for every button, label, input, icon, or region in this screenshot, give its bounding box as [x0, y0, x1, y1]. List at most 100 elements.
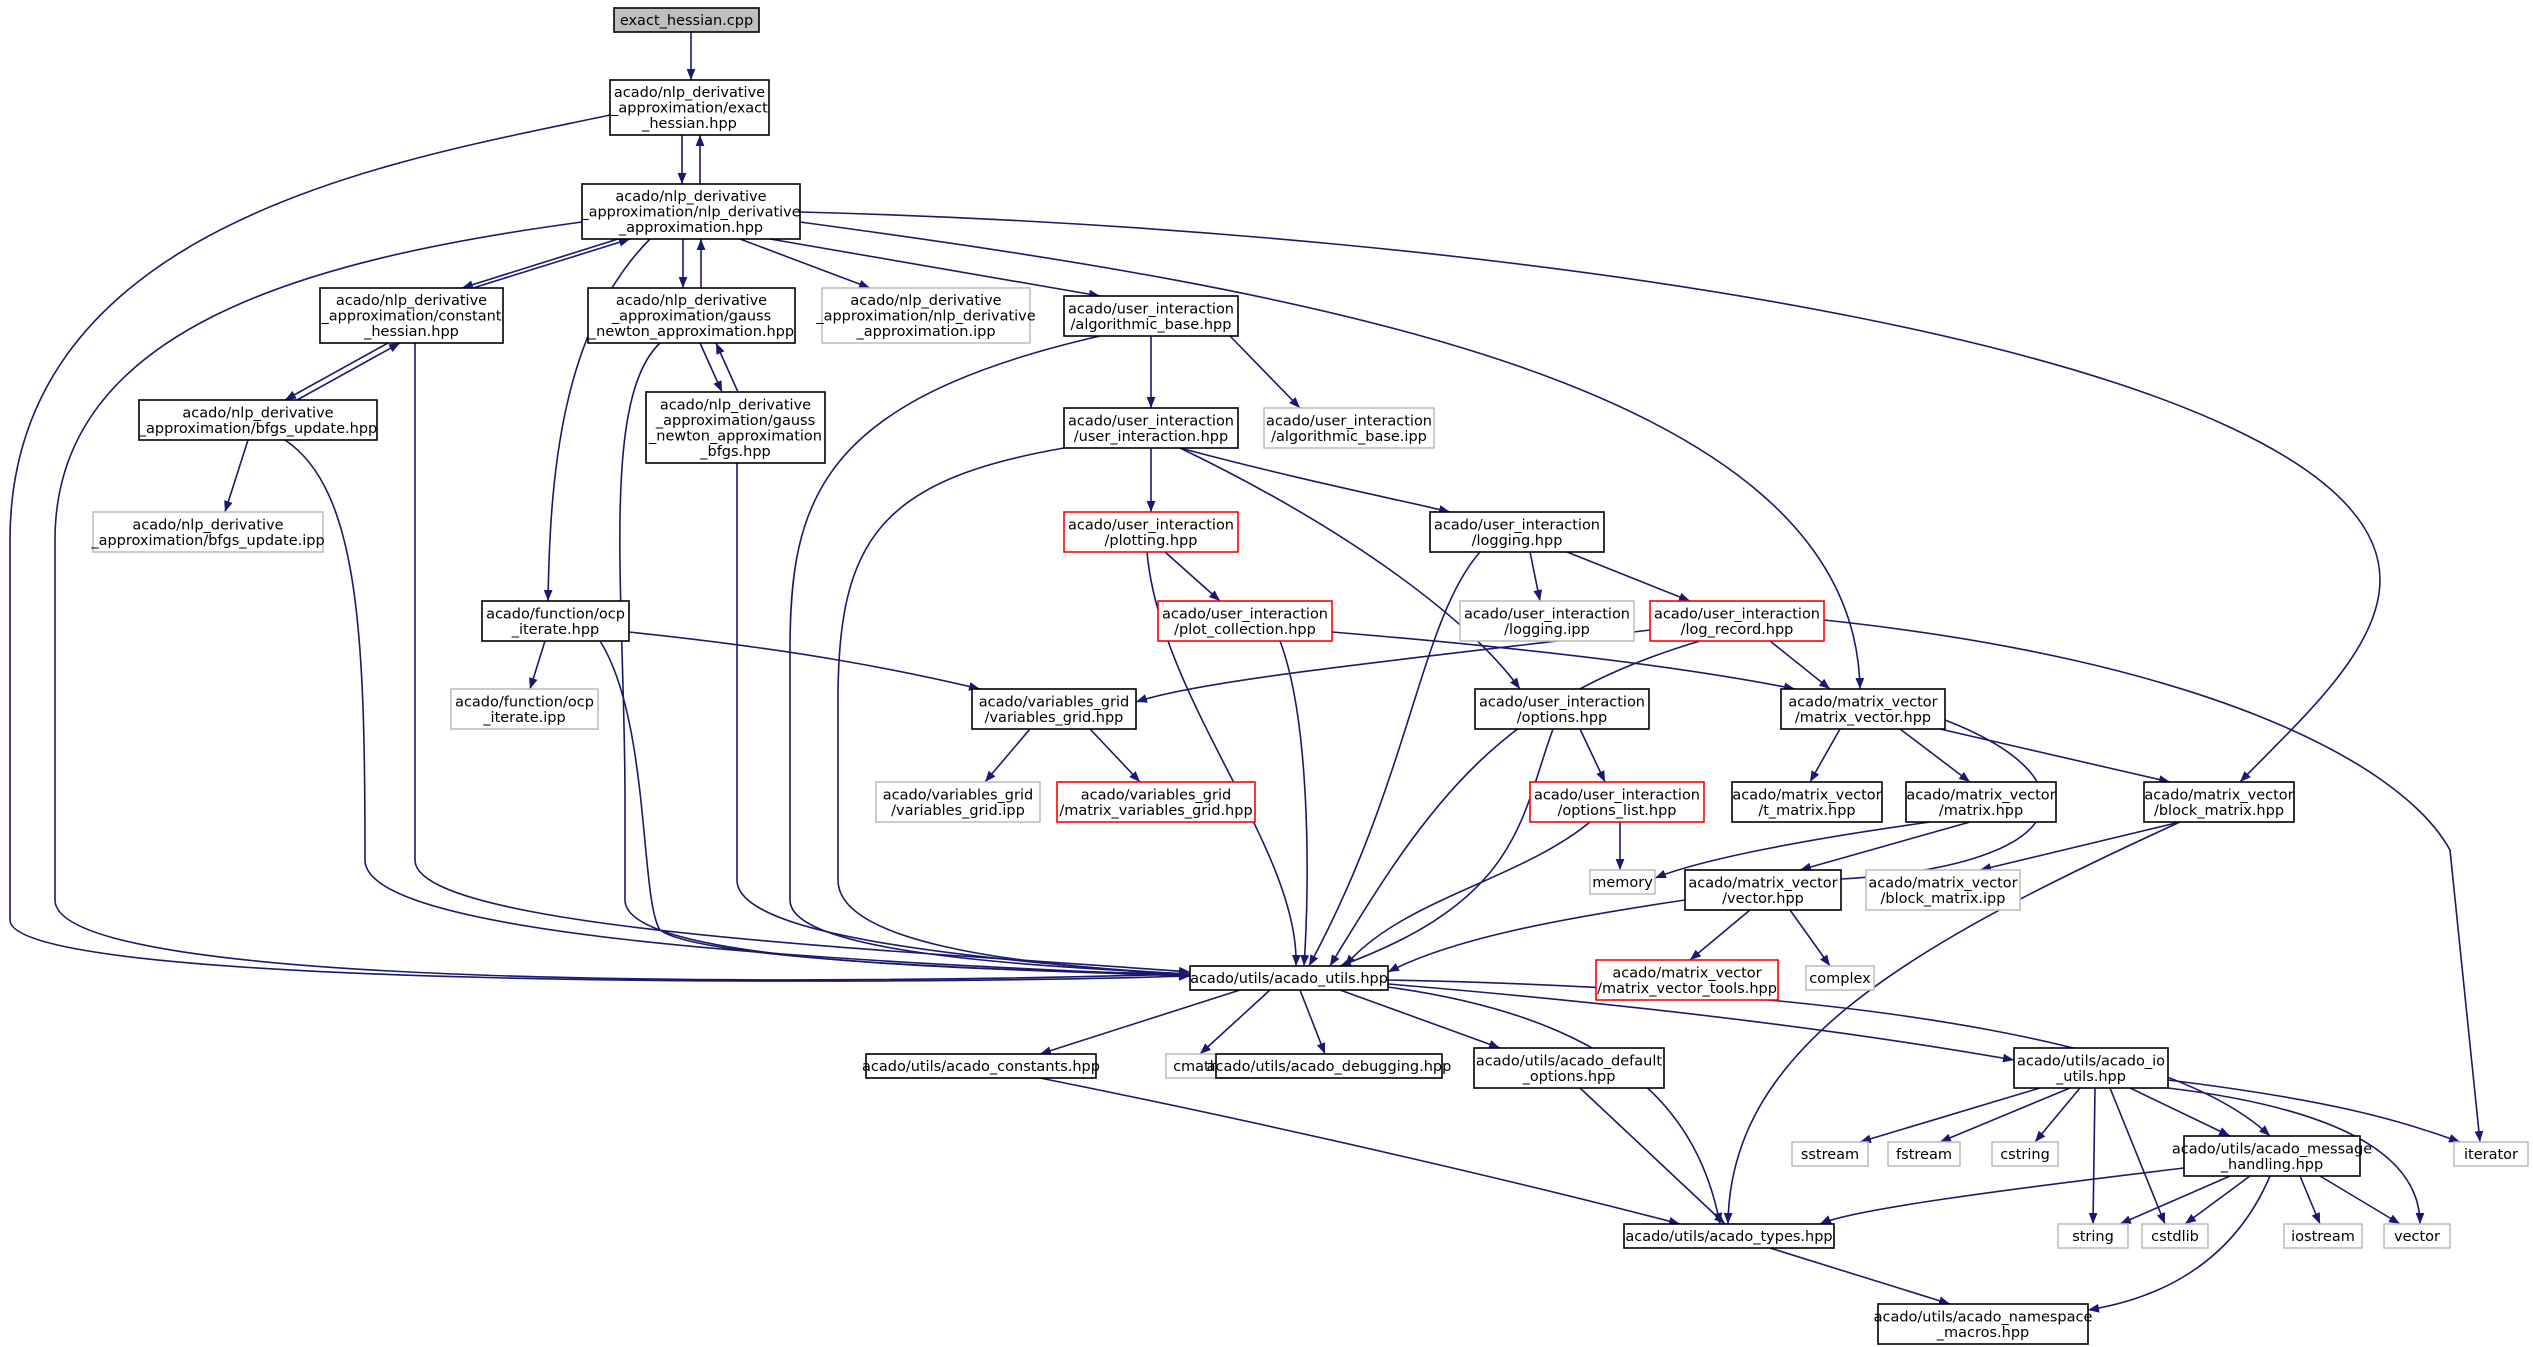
edge-n13-to-n31 — [1308, 551, 1481, 967]
edge-n1-to-n31 — [9, 114, 1191, 982]
file-node-n17[interactable]: acado/user_interaction/log_record.hpp — [1649, 600, 1825, 642]
node-box — [1805, 965, 1875, 991]
edge-n29-to-n33 — [1789, 909, 1831, 967]
file-node-n49[interactable]: acado/utils/acado_namespace_macros.hpp — [1874, 1303, 2093, 1345]
node-box — [1877, 1303, 2089, 1345]
file-node-n46: cstdlib — [2141, 1223, 2209, 1249]
node-label-line: _newton_approximation — [648, 428, 822, 444]
file-node-n8[interactable]: acado/nlp_derivative_approximation/gauss… — [645, 391, 826, 464]
edge-n24-to-n31 — [1344, 821, 1591, 967]
node-box — [1429, 511, 1605, 553]
file-node-n7[interactable]: acado/nlp_derivative_approximation/bfgs_… — [138, 399, 378, 441]
node-label-line: /matrix_vector_tools.hpp — [1597, 981, 1777, 997]
file-node-n21[interactable]: acado/matrix_vector/matrix_vector.hpp — [1780, 688, 1946, 730]
node-label-line: acado/user_interaction — [1434, 517, 1600, 533]
node-label-line: acado/nlp_derivative — [614, 85, 765, 101]
edge-n38-to-n40 — [1939, 1087, 2071, 1143]
node-label-line: acado/nlp_derivative — [132, 517, 283, 533]
edge-n31-to-n34 — [1039, 989, 1241, 1055]
node-box — [875, 781, 1041, 823]
file-node-n38[interactable]: acado/utils/acado_io_utils.hpp — [2013, 1047, 2169, 1089]
file-node-n2[interactable]: acado/nlp_derivative_approximation/nlp_d… — [580, 183, 801, 240]
node-label-line: acado/matrix_vector — [1732, 787, 1881, 803]
file-node-n12[interactable]: acado/user_interaction/plotting.hpp — [1063, 511, 1239, 553]
edge-n8-to-n4 — [715, 342, 739, 393]
node-box — [971, 688, 1137, 730]
edge-n9-to-n13 — [1179, 447, 1451, 514]
node-label-line: acado/nlp_derivative — [616, 293, 767, 309]
file-node-n13[interactable]: acado/user_interaction/logging.hpp — [1429, 511, 1605, 553]
file-node-n42[interactable]: acado/utils/acado_message_handling.hpp — [2172, 1135, 2372, 1177]
node-label-line: _approximation.ipp — [855, 324, 995, 340]
file-node-n23[interactable]: acado/variables_grid/matrix_variables_gr… — [1056, 781, 1256, 823]
node-box — [1063, 295, 1239, 337]
file-node-n1[interactable]: acado/nlp_derivative_approximation/exact… — [609, 79, 770, 136]
node-box — [1623, 1223, 1835, 1249]
edge-n20-to-n24 — [1579, 728, 1606, 783]
edge-n31-to-n37 — [1339, 989, 1501, 1049]
node-box — [581, 183, 801, 240]
edge-n13-to-n16 — [1529, 551, 1543, 602]
node-label-line: exact_hessian.cpp — [620, 13, 753, 29]
node-box — [1063, 407, 1239, 449]
file-node-n34[interactable]: acado/utils/acado_constants.hpp — [862, 1053, 1100, 1079]
edge-n21-to-n27 — [1939, 728, 2171, 784]
edge-n38-to-n43 — [2167, 1079, 2461, 1143]
file-node-n15[interactable]: acado/user_interaction/plot_collection.h… — [1157, 600, 1333, 642]
edge-n20-to-n31 — [1339, 728, 1554, 967]
node-label-line: acado/user_interaction — [1534, 787, 1700, 803]
edge-n38-to-n48 — [2167, 1087, 2425, 1225]
node-label-line: iostream — [2291, 1229, 2355, 1245]
file-node-n27[interactable]: acado/matrix_vector/block_matrix.hpp — [2143, 781, 2295, 823]
node-box — [92, 511, 324, 553]
node-label-line: _iterate.ipp — [482, 710, 565, 726]
edge-n31-to-n36 — [1299, 989, 1326, 1055]
node-box — [481, 600, 630, 642]
node-box — [1905, 781, 2057, 823]
edge-n21-to-n25 — [1809, 728, 1841, 783]
edge-n17-to-n21 — [1769, 640, 1831, 690]
node-label-line: _approximation.hpp — [618, 220, 763, 236]
edge-n7-to-n31 — [284, 439, 1191, 980]
edge-n9-to-n20 — [1179, 447, 1521, 690]
file-node-n9[interactable]: acado/user_interaction/user_interaction.… — [1063, 407, 1239, 449]
edge-n3-to-n7 — [284, 342, 389, 401]
node-box — [865, 1053, 1097, 1079]
file-node-n4[interactable]: acado/nlp_derivative_approximation/gauss… — [587, 287, 796, 344]
file-node-n39: sstream — [1791, 1141, 1869, 1167]
edge-n7-to-n3 — [296, 342, 401, 401]
file-node-n20[interactable]: acado/user_interaction/options.hpp — [1474, 688, 1650, 730]
file-node-n26[interactable]: acado/matrix_vector/matrix.hpp — [1905, 781, 2057, 823]
node-label-line: memory — [1592, 875, 1653, 891]
file-node-n32[interactable]: acado/matrix_vector/matrix_vector_tools.… — [1595, 959, 1779, 1001]
file-node-n31[interactable]: acado/utils/acado_utils.hpp — [1189, 965, 1389, 991]
edge-n37-to-n44 — [1579, 1087, 1726, 1225]
edge-n12-to-n15 — [1164, 551, 1221, 602]
edge-n7-to-n11 — [224, 439, 249, 513]
edge-n26-to-n28 — [1654, 821, 1931, 879]
node-label-line: acado/variables_grid — [1081, 787, 1231, 803]
file-node-n45: string — [2057, 1223, 2129, 1249]
file-node-n6[interactable]: acado/user_interaction/algorithmic_base.… — [1063, 295, 1239, 337]
node-label-line: acado/user_interaction — [1068, 517, 1234, 533]
edge-n19-to-n23 — [1089, 728, 1141, 783]
edge-n38-to-n45 — [2088, 1087, 2098, 1225]
file-node-n25[interactable]: acado/matrix_vector/t_matrix.hpp — [1731, 781, 1883, 823]
file-node-n29[interactable]: acado/matrix_vector/vector.hpp — [1684, 869, 1842, 911]
file-node-n44[interactable]: acado/utils/acado_types.hpp — [1623, 1223, 1835, 1249]
edge-n44-to-n49 — [1769, 1247, 1951, 1305]
file-node-n3[interactable]: acado/nlp_derivative_approximation/const… — [319, 287, 504, 344]
node-label-line: acado/utils/acado_io — [2017, 1053, 2165, 1069]
node-box — [1865, 869, 2021, 911]
file-node-n36[interactable]: acado/utils/acado_debugging.hpp — [1207, 1053, 1452, 1079]
node-label-line: _hessian.hpp — [641, 116, 737, 132]
file-nodes: exact_hessian.cppacado/nlp_derivative_ap… — [90, 7, 2529, 1345]
edge-n31-to-n38 — [1387, 983, 2015, 1063]
file-node-n24[interactable]: acado/user_interaction/options_list.hpp — [1529, 781, 1705, 823]
node-label-line: cstdlib — [2151, 1229, 2199, 1245]
node-label-line: _approximation/nlp_derivative — [580, 205, 800, 221]
file-node-n37[interactable]: acado/utils/acado_default_options.hpp — [1473, 1047, 1665, 1089]
file-node-n14[interactable]: acado/function/ocp_iterate.hpp — [481, 600, 630, 642]
node-box — [319, 287, 504, 344]
file-node-n19[interactable]: acado/variables_grid/variables_grid.hpp — [971, 688, 1137, 730]
